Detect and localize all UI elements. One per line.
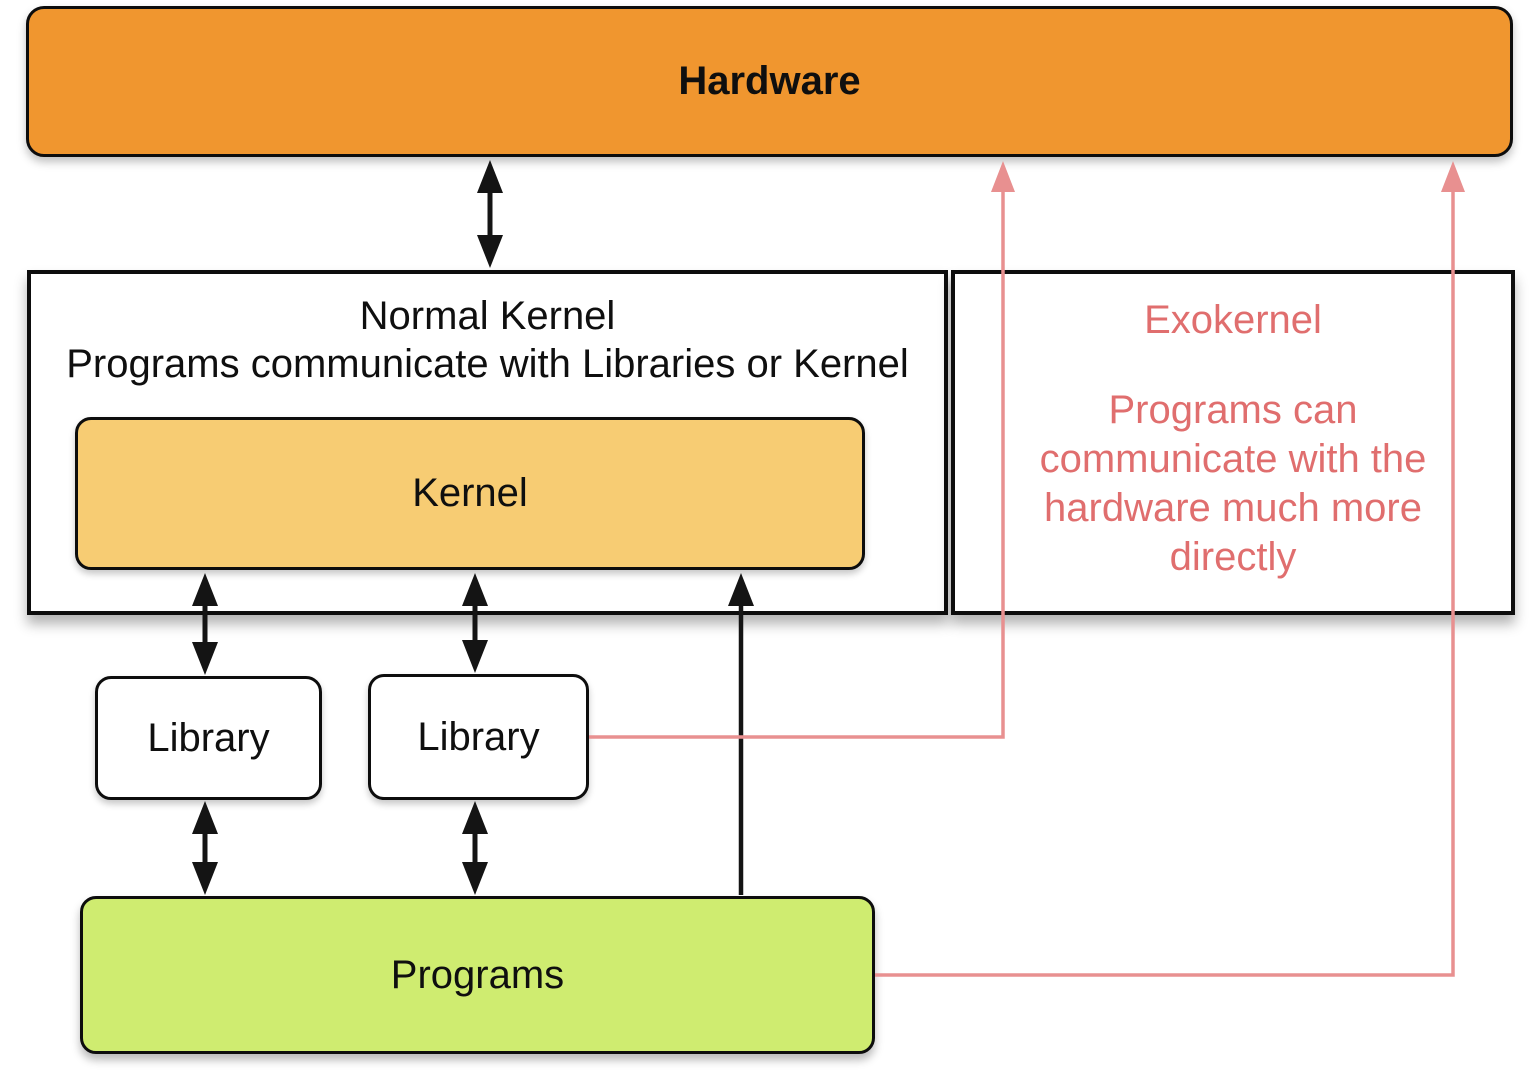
hardware-kernel-arrow — [477, 160, 503, 268]
exokernel-title: Exokernel — [1144, 298, 1322, 342]
normal-kernel-subtitle: Programs communicate with Libraries or K… — [66, 342, 909, 386]
exokernel-panel: Exokernel Programs can communicate with … — [951, 270, 1515, 615]
library-left-label: Library — [147, 715, 270, 760]
programs-label: Programs — [390, 952, 565, 997]
library-right-box: Library — [368, 674, 589, 800]
normal-kernel-title: Normal Kernel — [359, 294, 616, 338]
library-left-programs-arrow — [192, 801, 218, 895]
exokernel-description-line: Programs can — [1108, 388, 1358, 432]
hardware-box: Hardware — [26, 6, 1513, 157]
exokernel-description-line: communicate with the — [1039, 437, 1427, 481]
exokernel-description-line: hardware much more — [1044, 486, 1422, 530]
kernel-box: Kernel — [75, 417, 865, 570]
programs-kernel-arrow — [728, 573, 754, 895]
library-right-programs-arrow — [462, 801, 488, 895]
exokernel-description-line: directly — [1169, 535, 1297, 579]
exokernel-description: Programs can communicate with the hardwa… — [955, 386, 1511, 582]
library-left-box: Library — [95, 676, 322, 800]
kernel-label: Kernel — [412, 471, 528, 515]
library-right-label: Library — [417, 714, 540, 759]
hardware-label: Hardware — [678, 59, 861, 103]
programs-box: Programs — [80, 896, 875, 1054]
